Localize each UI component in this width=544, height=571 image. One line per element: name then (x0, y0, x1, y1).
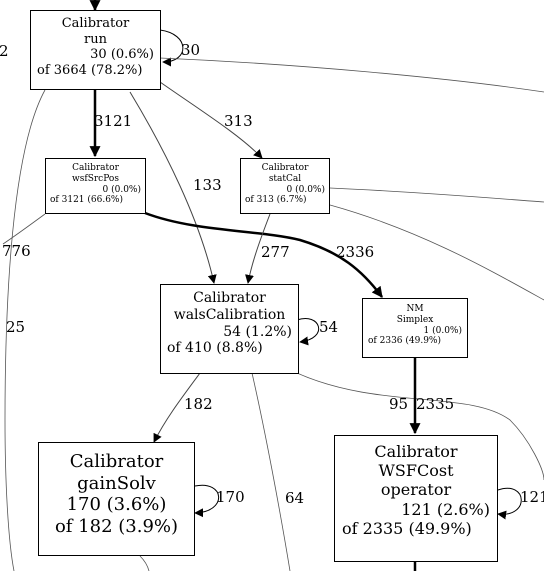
edge-gainsolv-self (194, 484, 220, 518)
edge-wals-right (296, 372, 544, 481)
node-wsfcost-name: WSFCost (378, 461, 454, 481)
node-wsfsrcpos-title: Calibrator (72, 163, 119, 173)
edge-wsf-to-simplex (144, 211, 384, 298)
edge-label-run-to-statcal: 313 (224, 112, 253, 130)
node-gainsolv-title: Calibrator (69, 451, 164, 472)
edge-label-left-25: 25 (6, 318, 26, 336)
node-simplex-name: Simplex (396, 314, 434, 325)
node-run-cum: of 3664 (78.2%) (37, 62, 143, 78)
edge-label-wals-to-gain: 182 (184, 395, 213, 413)
edge-wsf-left (2, 213, 46, 245)
edge-label-wsfcost-self: 121 (520, 488, 544, 506)
node-simplex-cum: of 2336 (49.9%) (368, 336, 441, 347)
node-wals-title: Calibrator (193, 290, 266, 306)
edge-label-run-to-wals: 133 (193, 176, 222, 194)
edge-wsfcost-self (497, 487, 522, 520)
node-wsfcost-self: 121 (2.6%) (401, 499, 490, 519)
node-wsfcost-name2: operator (380, 480, 452, 500)
edge-label-wals-64: 64 (285, 489, 305, 507)
edge-gainsolv-down (139, 555, 150, 571)
node-wals-self: 54 (1.2%) (223, 323, 292, 340)
edge-label-run-self: 30 (181, 41, 201, 59)
edge-label-simplex-2335: 2335 (416, 395, 455, 413)
node-statcal-title: Calibrator (261, 163, 309, 173)
node-statcal-self: 0 (0.0%) (286, 184, 325, 195)
node-run-name: run (84, 31, 107, 47)
node-calibrator-wsfcost-operator[interactable]: Calibrator WSFCost operator 121 (2.6%) o… (334, 435, 498, 562)
edge-label-wals-self: 54 (319, 318, 339, 336)
edge-label-run-to-wsf: 3121 (94, 112, 133, 130)
edge-run-down-left (4, 89, 46, 571)
edge-label-simplex-95: 95 (389, 395, 409, 413)
node-calibrator-statcal[interactable]: Calibrator statCal 0 (0.0%) of 313 (6.7%… (240, 158, 330, 214)
node-calibrator-wsfsrcpos[interactable]: Calibrator wsfSrcPos 0 (0.0%) of 3121 (6… (45, 158, 146, 214)
node-simplex-title: NM (406, 304, 424, 314)
edge-label-left-2: 2 (0, 42, 9, 60)
node-gainsolv-self: 170 (3.6%) (66, 494, 167, 516)
node-simplex-self: 1 (0.0%) (423, 325, 462, 336)
edge-statcal-right-2 (329, 204, 544, 301)
edge-wals-to-gainsolv (153, 372, 201, 443)
edge-statcal-to-wals (245, 213, 271, 284)
edge-run-self (159, 29, 184, 67)
node-wsfcost-cum: of 2335 (49.9%) (342, 518, 472, 538)
edge-statcal-right-1 (329, 187, 544, 203)
edge-label-gain-self: 170 (216, 488, 245, 506)
node-run-title: Calibrator (61, 16, 130, 31)
node-calibrator-run[interactable]: Calibrator run 30 (0.6%) of 3664 (78.2%) (30, 10, 161, 90)
node-run-self: 30 (0.6%) (90, 47, 154, 63)
edge-label-left-776: 776 (2, 242, 31, 260)
edge-label-statcal-to-wals: 277 (261, 243, 290, 261)
node-nm-simplex[interactable]: NM Simplex 1 (0.0%) of 2336 (49.9%) (362, 298, 468, 358)
node-wsfsrcpos-self: 0 (0.0%) (102, 184, 141, 195)
edge-label-wsf-to-simplex: 2336 (336, 243, 375, 261)
node-calibrator-walscalibration[interactable]: Calibrator walsCalibration 54 (1.2%) of … (160, 284, 299, 374)
node-calibrator-gainsolv[interactable]: Calibrator gainSolv 170 (3.6%) of 182 (3… (38, 442, 195, 556)
node-wsfsrcpos-name: wsfSrcPos (72, 173, 119, 184)
node-wals-cum: of 410 (8.8%) (167, 340, 263, 357)
node-gainsolv-name: gainSolv (77, 472, 156, 494)
node-gainsolv-cum: of 182 (3.9%) (54, 515, 179, 537)
node-wsfsrcpos-cum: of 3121 (66.6%) (50, 195, 123, 206)
edge-wals-self (296, 318, 320, 346)
edge-run-to-wals (129, 91, 217, 284)
edge-wals-64 (251, 372, 291, 571)
edge-run-to-right (159, 57, 544, 93)
node-wals-name: walsCalibration (173, 306, 286, 323)
node-statcal-name: statCal (268, 173, 302, 184)
edge-run-to-statcal (159, 81, 263, 159)
node-statcal-cum: of 313 (6.7%) (245, 195, 307, 206)
node-wsfcost-title: Calibrator (374, 442, 458, 461)
